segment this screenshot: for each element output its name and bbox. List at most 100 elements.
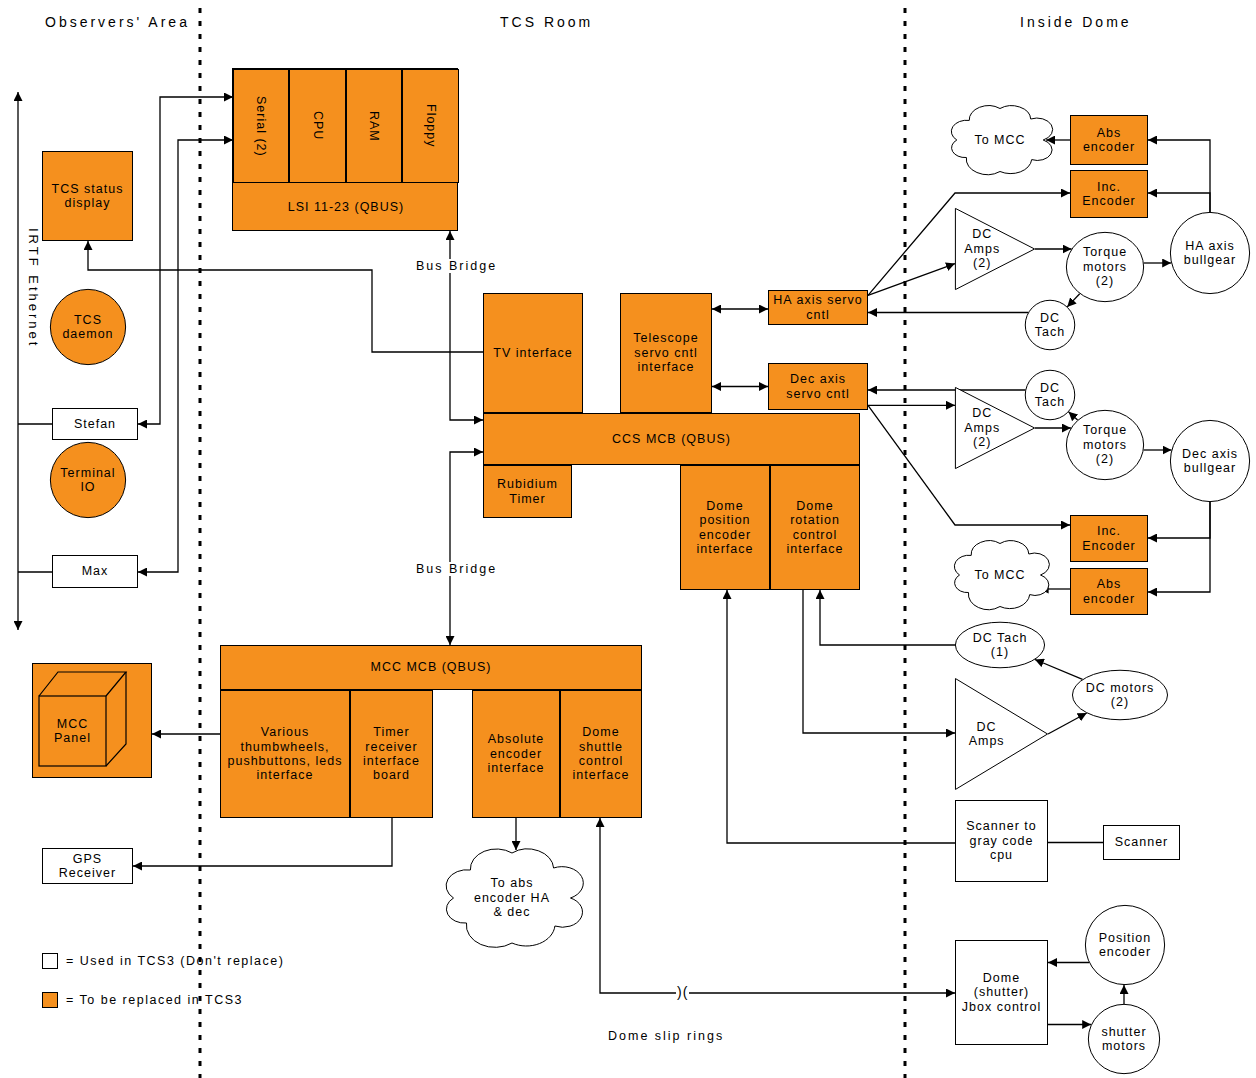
node-text: TCS status display bbox=[45, 182, 130, 211]
legend-item: = Used in TCS3 (Don't replace) bbox=[42, 953, 284, 969]
component-circle: DC Tach bbox=[1025, 370, 1075, 420]
connector bbox=[868, 389, 1026, 390]
divider-line bbox=[904, 8, 907, 1078]
node-text: Scanner bbox=[1106, 835, 1177, 849]
component-box: Scanner bbox=[1103, 825, 1180, 860]
text-area: Dec axis servo cntl bbox=[771, 365, 865, 408]
text-area: CCS MCB (QBUS) bbox=[486, 415, 857, 463]
ethernet-bus bbox=[17, 92, 18, 630]
connector bbox=[1035, 427, 1071, 428]
node-text: Serial (2) bbox=[253, 71, 269, 181]
connector bbox=[868, 312, 1028, 313]
amplifier-triangle: DC Amps (2) bbox=[955, 387, 1035, 469]
node-text: DC Amps bbox=[959, 720, 1015, 749]
connector bbox=[1048, 713, 1087, 734]
connector bbox=[1069, 412, 1078, 420]
node-text: CPU bbox=[309, 71, 325, 181]
connector bbox=[1148, 502, 1210, 592]
node-text: Dome shuttle control interface bbox=[563, 725, 639, 783]
component-circle: TCS daemon bbox=[50, 289, 126, 365]
text-area: Dome rotation control interface bbox=[773, 467, 857, 588]
text-area: DC Tach (1) bbox=[966, 628, 1034, 663]
connector bbox=[1048, 842, 1103, 843]
node-text: To MCC bbox=[971, 568, 1029, 582]
node-text: Scanner to gray code cpu bbox=[958, 819, 1045, 862]
text-area: Scanner to gray code cpu bbox=[958, 802, 1045, 880]
connector bbox=[803, 590, 955, 733]
connector bbox=[1148, 140, 1210, 212]
node-text: LSI 11-23 (QBUS) bbox=[233, 200, 459, 214]
component-box: GPS Receiver bbox=[42, 848, 133, 884]
text-area: To MCC bbox=[971, 553, 1029, 598]
connector bbox=[1144, 449, 1172, 450]
node-text: Telescope servo cntl interface bbox=[623, 331, 709, 374]
component-box: Scanner to gray code cpu bbox=[955, 800, 1048, 882]
legend-text: = To be replaced in TCS3 bbox=[66, 993, 243, 1007]
text-area: Dec axis bullgear bbox=[1180, 430, 1241, 492]
ethernet-drop bbox=[18, 571, 52, 572]
node-text: Dec axis servo cntl bbox=[771, 372, 865, 401]
text-area: Absolute encoder interface bbox=[475, 692, 557, 816]
connector bbox=[868, 405, 955, 406]
panel-box: MCC Panel bbox=[32, 663, 152, 778]
text-area: Terminal IO bbox=[59, 451, 117, 509]
node-text: MCC Panel bbox=[39, 717, 106, 746]
connector bbox=[138, 140, 233, 572]
cloud-shape: To abs encoder HA & dec bbox=[447, 848, 577, 948]
text-area: Floppy bbox=[405, 71, 456, 181]
connector bbox=[1048, 962, 1089, 963]
board-slot: CPU bbox=[289, 69, 346, 183]
component-box: Dome position encoder interface bbox=[680, 465, 770, 590]
component-box: Max bbox=[52, 555, 138, 588]
text-area: GPS Receiver bbox=[45, 850, 130, 882]
component-box: HA axis servo cntl bbox=[768, 290, 868, 325]
connector bbox=[868, 405, 1070, 525]
text-area: Torque motors (2) bbox=[1075, 240, 1134, 293]
connector bbox=[1148, 193, 1210, 212]
board-slot: Floppy bbox=[402, 69, 459, 183]
text-area: Torque motors (2) bbox=[1075, 418, 1134, 471]
node-text: Inc. Encoder bbox=[1073, 180, 1145, 209]
node-text: Various thumbwheels, pushbuttons, leds i… bbox=[223, 725, 347, 783]
node-text: Position encoder bbox=[1095, 931, 1156, 960]
component-box: Stefan bbox=[52, 408, 138, 440]
slip-ring-symbol: )( bbox=[676, 984, 689, 1000]
text-area: Various thumbwheels, pushbuttons, leds i… bbox=[223, 692, 347, 816]
node-text: TCS daemon bbox=[59, 313, 117, 342]
bus-label: IRTF Ethernet bbox=[26, 228, 41, 348]
connector bbox=[138, 97, 233, 424]
component-box: TV interface bbox=[483, 293, 583, 413]
node-text: Abs encoder bbox=[1073, 126, 1145, 155]
text-area: DC Amps (2) bbox=[958, 224, 1006, 273]
node-text: DC Tach bbox=[1031, 311, 1069, 340]
node-text: Stefan bbox=[55, 417, 135, 431]
text-area: DC Tach bbox=[1031, 306, 1069, 344]
legend-text: = Used in TCS3 (Don't replace) bbox=[66, 954, 284, 968]
component-box: Dome rotation control interface bbox=[770, 465, 860, 590]
connector bbox=[133, 818, 392, 866]
node-text: To MCC bbox=[969, 133, 1030, 147]
component-box: Abs encoder bbox=[1070, 115, 1148, 165]
connector bbox=[712, 308, 768, 309]
text-area: TCS status display bbox=[45, 153, 130, 239]
node-text: Torque motors (2) bbox=[1075, 423, 1134, 466]
text-area: Inc. Encoder bbox=[1073, 517, 1145, 560]
node-text: Max bbox=[55, 564, 135, 578]
edge-label: Bus Bridge bbox=[414, 562, 499, 576]
node-text: DC motors (2) bbox=[1084, 681, 1157, 710]
node-text: Floppy bbox=[422, 71, 438, 181]
component-box: Dome shuttle control interface bbox=[560, 690, 642, 818]
text-area: Rubidium Timer bbox=[486, 467, 569, 516]
region-title: TCS Room bbox=[500, 14, 593, 30]
component-box: Inc. Encoder bbox=[1070, 515, 1148, 562]
edge-label: Dome slip rings bbox=[606, 1029, 726, 1043]
text-area: Serial (2) bbox=[236, 71, 286, 181]
text-area: MCC MCB (QBUS) bbox=[223, 647, 639, 688]
component-circle: DC Tach (1) bbox=[955, 622, 1045, 668]
node-text: HA axis bullgear bbox=[1180, 239, 1241, 268]
component-box: Absolute encoder interface bbox=[472, 690, 560, 818]
text-area: Dome (shutter) Jbox control bbox=[958, 942, 1045, 1043]
text-area: HA axis bullgear bbox=[1180, 222, 1241, 284]
text-area: DC motors (2) bbox=[1084, 676, 1157, 714]
